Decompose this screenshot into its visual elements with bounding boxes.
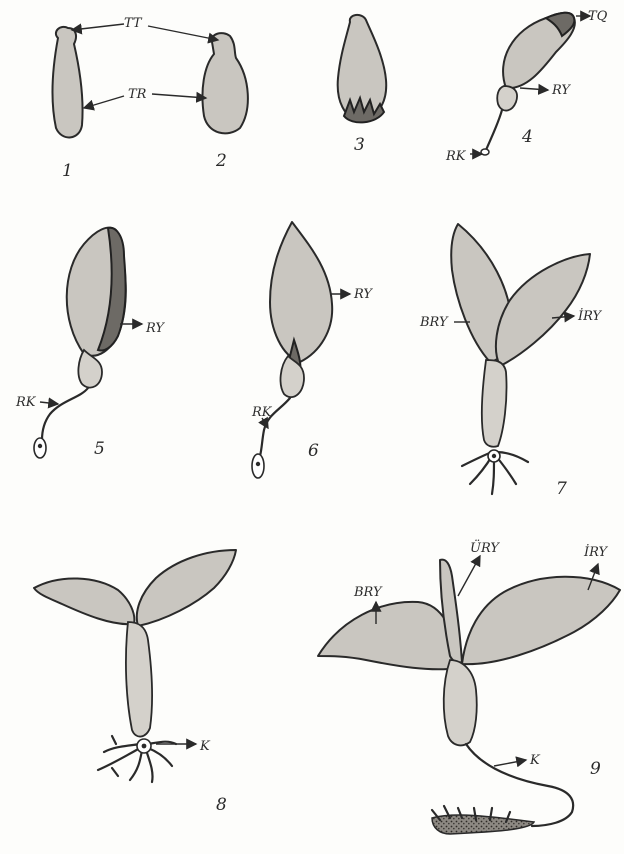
stage-3-germinating-seed: 3: [338, 15, 387, 155]
stage-number-3: 3: [354, 135, 365, 155]
stage-6-seedling: 6 RY RK: [251, 222, 373, 478]
label-ry-5: RY: [145, 321, 165, 336]
arrow-tr-to-2: [152, 94, 206, 98]
stage-number-7: 7: [556, 479, 567, 499]
stage-number-1: 1: [62, 161, 73, 181]
arrow-rk-5: [40, 402, 58, 404]
stage-8-left-leaf: [34, 578, 134, 624]
label-bry-9: BRY: [353, 585, 383, 600]
stage-9-seedling: 9 BRY ÜRY İRY K: [318, 539, 620, 834]
label-k-8: K: [199, 739, 211, 754]
label-k-9: K: [529, 753, 541, 768]
arrow-tt-to-1: [72, 24, 124, 30]
stage-1-seed: 1: [52, 27, 82, 181]
stage-7-right-leaf: [496, 254, 590, 366]
stage-number-8: 8: [216, 795, 227, 815]
label-tq: TQ: [588, 9, 608, 24]
arrow-ury-9: [458, 556, 480, 596]
label-iry-7: İRY: [577, 307, 603, 324]
label-ry-4: RY: [551, 83, 571, 98]
label-tt: TT: [124, 16, 143, 31]
stage-5-seedling: 5 RY RK: [15, 228, 165, 459]
stage-number-6: 6: [308, 441, 319, 461]
label-iry-9: İRY: [583, 543, 609, 560]
stage-8-right-leaf: [137, 550, 236, 626]
stage-9-left-leaf: [318, 602, 458, 669]
stage-4-seedling: 4 TQ RY RK: [445, 9, 608, 164]
arrow-tt-to-2: [148, 26, 218, 40]
label-rk-4: RK: [445, 149, 467, 164]
arrow-k-9: [494, 760, 526, 766]
tt-label-group: TT: [72, 16, 218, 40]
stage-2-seed: 2: [202, 33, 247, 171]
stage-9-root-hairs: [432, 815, 534, 834]
arrow-tr-to-1: [84, 96, 124, 108]
label-ury-9: ÜRY: [470, 539, 500, 556]
arrow-ry-4: [520, 88, 548, 90]
label-ry-6: RY: [353, 287, 373, 302]
label-tr: TR: [128, 87, 147, 102]
stage-number-9: 9: [590, 759, 601, 779]
label-rk-6: RK: [251, 405, 273, 420]
stage-9-right-leaf: [462, 577, 620, 664]
stage-number-4: 4: [521, 127, 533, 147]
stage-7-seedling: 7 BRY İRY: [419, 224, 603, 499]
stage-8-seedling: 8 K: [34, 550, 236, 815]
stage-number-5: 5: [94, 439, 105, 459]
label-bry-7: BRY: [419, 315, 449, 330]
label-rk-5: RK: [15, 395, 37, 410]
stage-number-2: 2: [215, 151, 227, 171]
tr-label-group: TR: [84, 87, 206, 108]
